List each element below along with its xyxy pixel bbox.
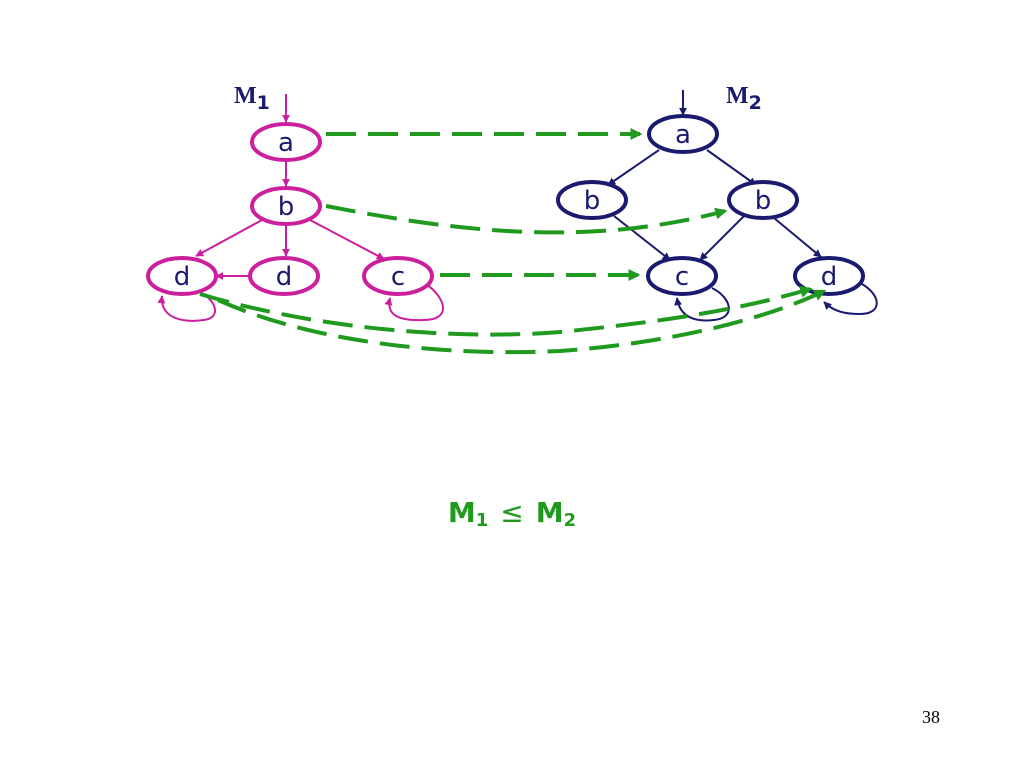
- m1-node-b: b: [250, 186, 322, 226]
- m2-selfloop-d: [823, 283, 878, 316]
- m2-node-b-right: b: [727, 180, 799, 220]
- sim-dleft-d-1: [199, 286, 813, 337]
- relation-rhs: M: [535, 496, 564, 529]
- m2-edge-a-bright: [706, 149, 757, 186]
- m1-node-a-label: a: [278, 128, 294, 158]
- m2-node-a-label: a: [675, 120, 691, 150]
- m1-node-d-left-label: d: [174, 262, 191, 292]
- m2-edge-bleft-c: [613, 215, 671, 261]
- m2-node-c: c: [646, 256, 718, 296]
- m1-selfloop-dleft: [157, 291, 216, 322]
- m1-structure: M1 a b d d c: [146, 83, 444, 322]
- relation-lhs: M: [447, 496, 476, 529]
- relation-lhs-subscript: 1: [475, 510, 489, 531]
- sim-b-bright: [325, 204, 728, 235]
- m1-node-b-label: b: [278, 192, 295, 222]
- m1-node-c: c: [362, 256, 434, 296]
- m2-node-c-label: c: [675, 262, 689, 292]
- m2-node-b-left: b: [556, 180, 628, 220]
- m1-node-d-mid: d: [248, 256, 320, 296]
- m1-label: M1: [234, 83, 270, 114]
- m2-structure: M2 a b b c d: [556, 83, 878, 322]
- m1-node-c-label: c: [391, 262, 405, 292]
- sim-dmid-d-2: [217, 289, 827, 355]
- m2-node-b-left-label: b: [584, 186, 601, 216]
- m2-label: M2: [726, 83, 762, 114]
- m2-label-name: M: [726, 83, 749, 109]
- m2-edge-bright-d: [773, 217, 822, 258]
- relation-rhs-subscript: 2: [563, 510, 577, 531]
- m2-edge-bright-c: [699, 215, 745, 261]
- m1-edge-b-dleft: [195, 219, 263, 257]
- relation-operator: ≤: [500, 496, 524, 529]
- simulation-relation-caption: M1≤M2: [0, 496, 1024, 531]
- m2-edge-a-bleft: [607, 149, 660, 186]
- simulation-relation: [199, 128, 827, 355]
- m1-node-a: a: [250, 122, 322, 162]
- m1-label-name: M: [234, 83, 257, 109]
- m1-edge-b-c: [309, 219, 385, 260]
- m1-label-subscript: 1: [257, 92, 270, 114]
- m2-selfloop-c: [674, 287, 730, 322]
- m2-node-b-right-label: b: [755, 186, 772, 216]
- m1-node-d-left: d: [146, 256, 218, 296]
- m2-node-d-label: d: [821, 262, 838, 292]
- m1-selfloop-c: [384, 283, 444, 322]
- m1-node-d-mid-label: d: [276, 262, 293, 292]
- m2-label-subscript: 2: [749, 92, 762, 114]
- m2-node-d: d: [793, 256, 865, 296]
- m2-node-a: a: [647, 114, 719, 154]
- page-number: 38: [922, 707, 940, 727]
